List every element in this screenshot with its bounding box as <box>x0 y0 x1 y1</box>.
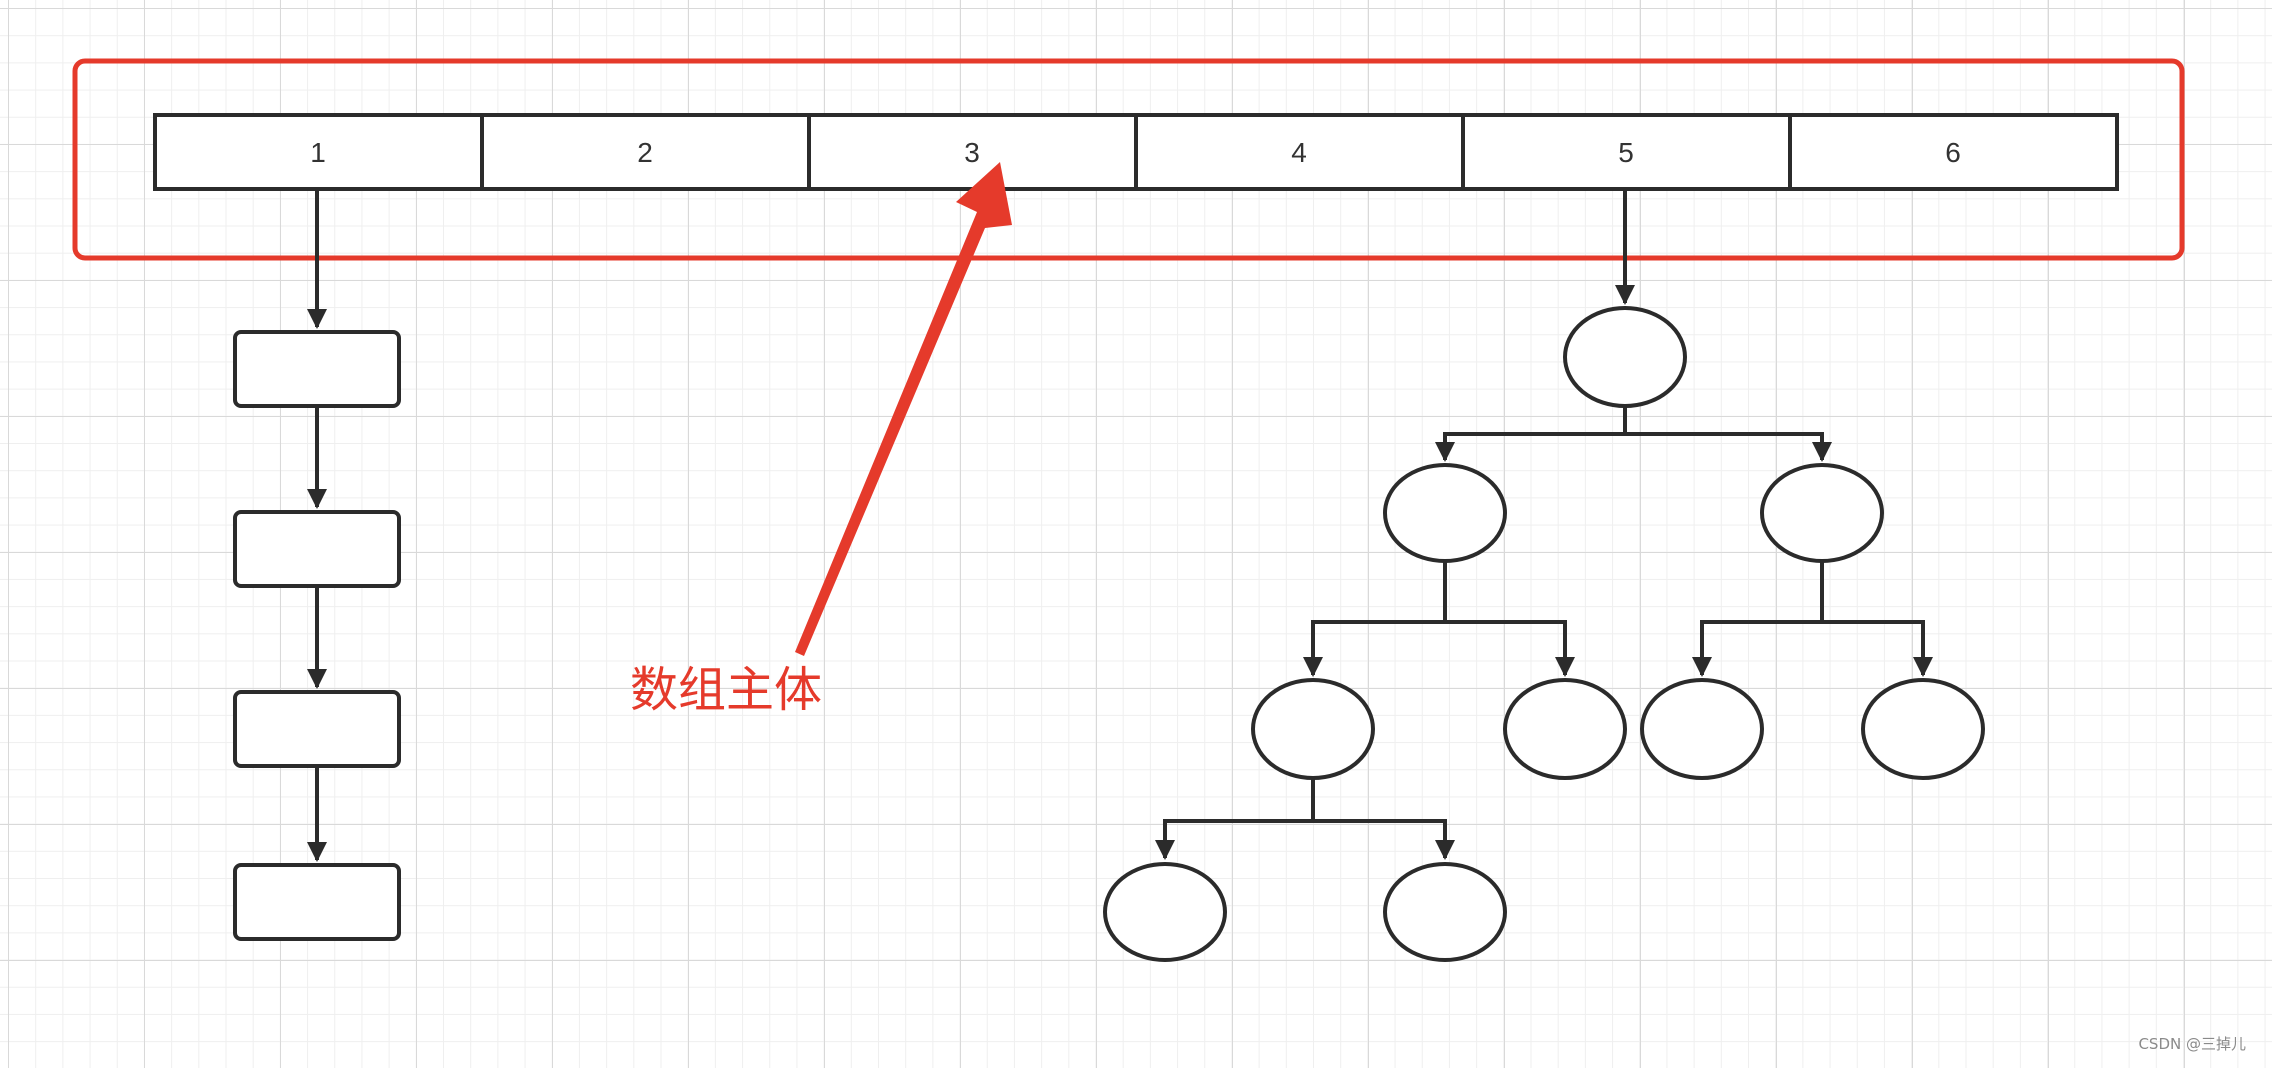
tree-node <box>1383 463 1507 563</box>
tree-edge <box>1155 778 1315 860</box>
tree-node <box>1760 463 1884 563</box>
linked-list-node <box>233 510 401 588</box>
array-cell-1: 1 <box>153 113 484 191</box>
annotation-label: 数组主体 <box>630 662 822 718</box>
tree-edge <box>1445 620 1575 677</box>
tree-node <box>1640 678 1764 780</box>
tree-node <box>1251 678 1375 780</box>
array-cell-4: 4 <box>1134 113 1465 191</box>
tree-edge <box>1692 561 1824 677</box>
tree-node <box>1103 862 1227 962</box>
array-cell-2: 2 <box>480 113 811 191</box>
array-cell-5: 5 <box>1461 113 1792 191</box>
linked-list-node <box>233 330 401 408</box>
linked-list <box>233 189 401 941</box>
tree <box>1103 189 1985 962</box>
watermark: CSDN @三掉儿 <box>2138 1035 2246 1053</box>
tree-edge <box>1625 432 1832 462</box>
array-cell-3: 3 <box>807 113 1138 191</box>
array-highlight-frame <box>72 58 2185 261</box>
annotation-arrow <box>795 162 1012 656</box>
tree-edge <box>1822 620 1933 677</box>
tree-edge <box>1435 406 1627 462</box>
array-cell-label: 6 <box>1945 137 1961 168</box>
linked-list-node <box>233 690 401 768</box>
tree-node <box>1503 678 1627 780</box>
linked-list-node <box>233 863 401 941</box>
array-cell-label: 3 <box>964 137 980 168</box>
array-cells: 1 2 3 4 5 6 <box>153 113 2119 191</box>
tree-node <box>1383 862 1507 962</box>
tree-node-root <box>1563 306 1687 408</box>
array-cell-label: 2 <box>637 137 653 168</box>
tree-node <box>1861 678 1985 780</box>
array-cell-label: 1 <box>310 137 326 168</box>
tree-edge <box>1303 561 1447 677</box>
array-cell-label: 5 <box>1618 137 1634 168</box>
array-cell-label: 4 <box>1291 137 1307 168</box>
tree-edge <box>1313 819 1455 860</box>
array-cell-6: 6 <box>1788 113 2119 191</box>
